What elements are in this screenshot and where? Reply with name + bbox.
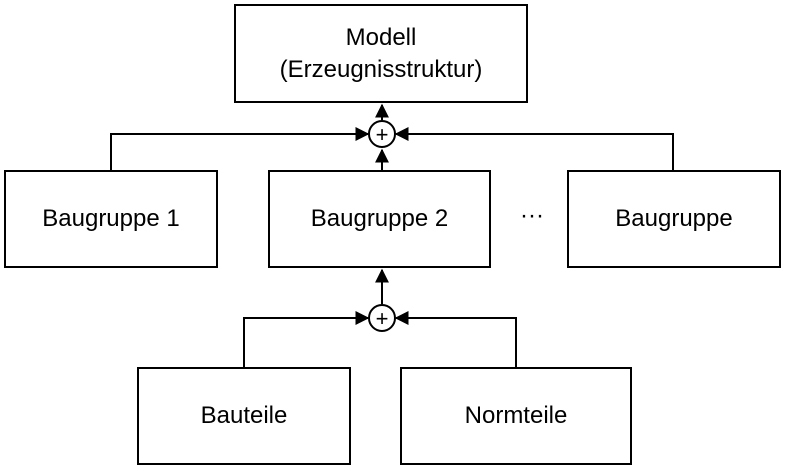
model-box: Modell (Erzeugnisstruktur) [234,4,528,103]
line-bauteile-to-junction [243,311,370,367]
standard-parts-label: Normteile [464,402,568,430]
assembly-box-1: Baugruppe 1 [4,170,218,268]
model-subtitle: (Erzeugnisstruktur) [279,55,483,83]
assembly-ellipsis: ··· [520,202,544,229]
assembly-label-2: Baugruppe 2 [310,205,449,233]
lower-connectors [243,268,517,367]
assembly-label-last: Baugruppe [615,205,733,233]
components-label: Bauteile [200,402,288,430]
lower-junction-symbol: + [376,306,389,331]
standard-parts-box: Normteile [400,367,632,465]
components-box: Bauteile [137,367,351,465]
assembly-box-last: Baugruppe [567,170,781,268]
assembly-box-2: Baugruppe 2 [268,170,491,268]
line-baugruppe1-to-junction [110,127,370,170]
lower-sum-junction-icon: + [368,304,396,332]
upper-junction-symbol: + [376,122,389,147]
line-normteile-to-junction [394,311,517,367]
model-title: Modell [345,24,417,52]
upper-connectors [110,103,674,170]
line-baugruppe-to-junction [394,127,674,170]
upper-sum-junction-icon: + [368,120,396,148]
assembly-label-1: Baugruppe 1 [42,205,180,233]
